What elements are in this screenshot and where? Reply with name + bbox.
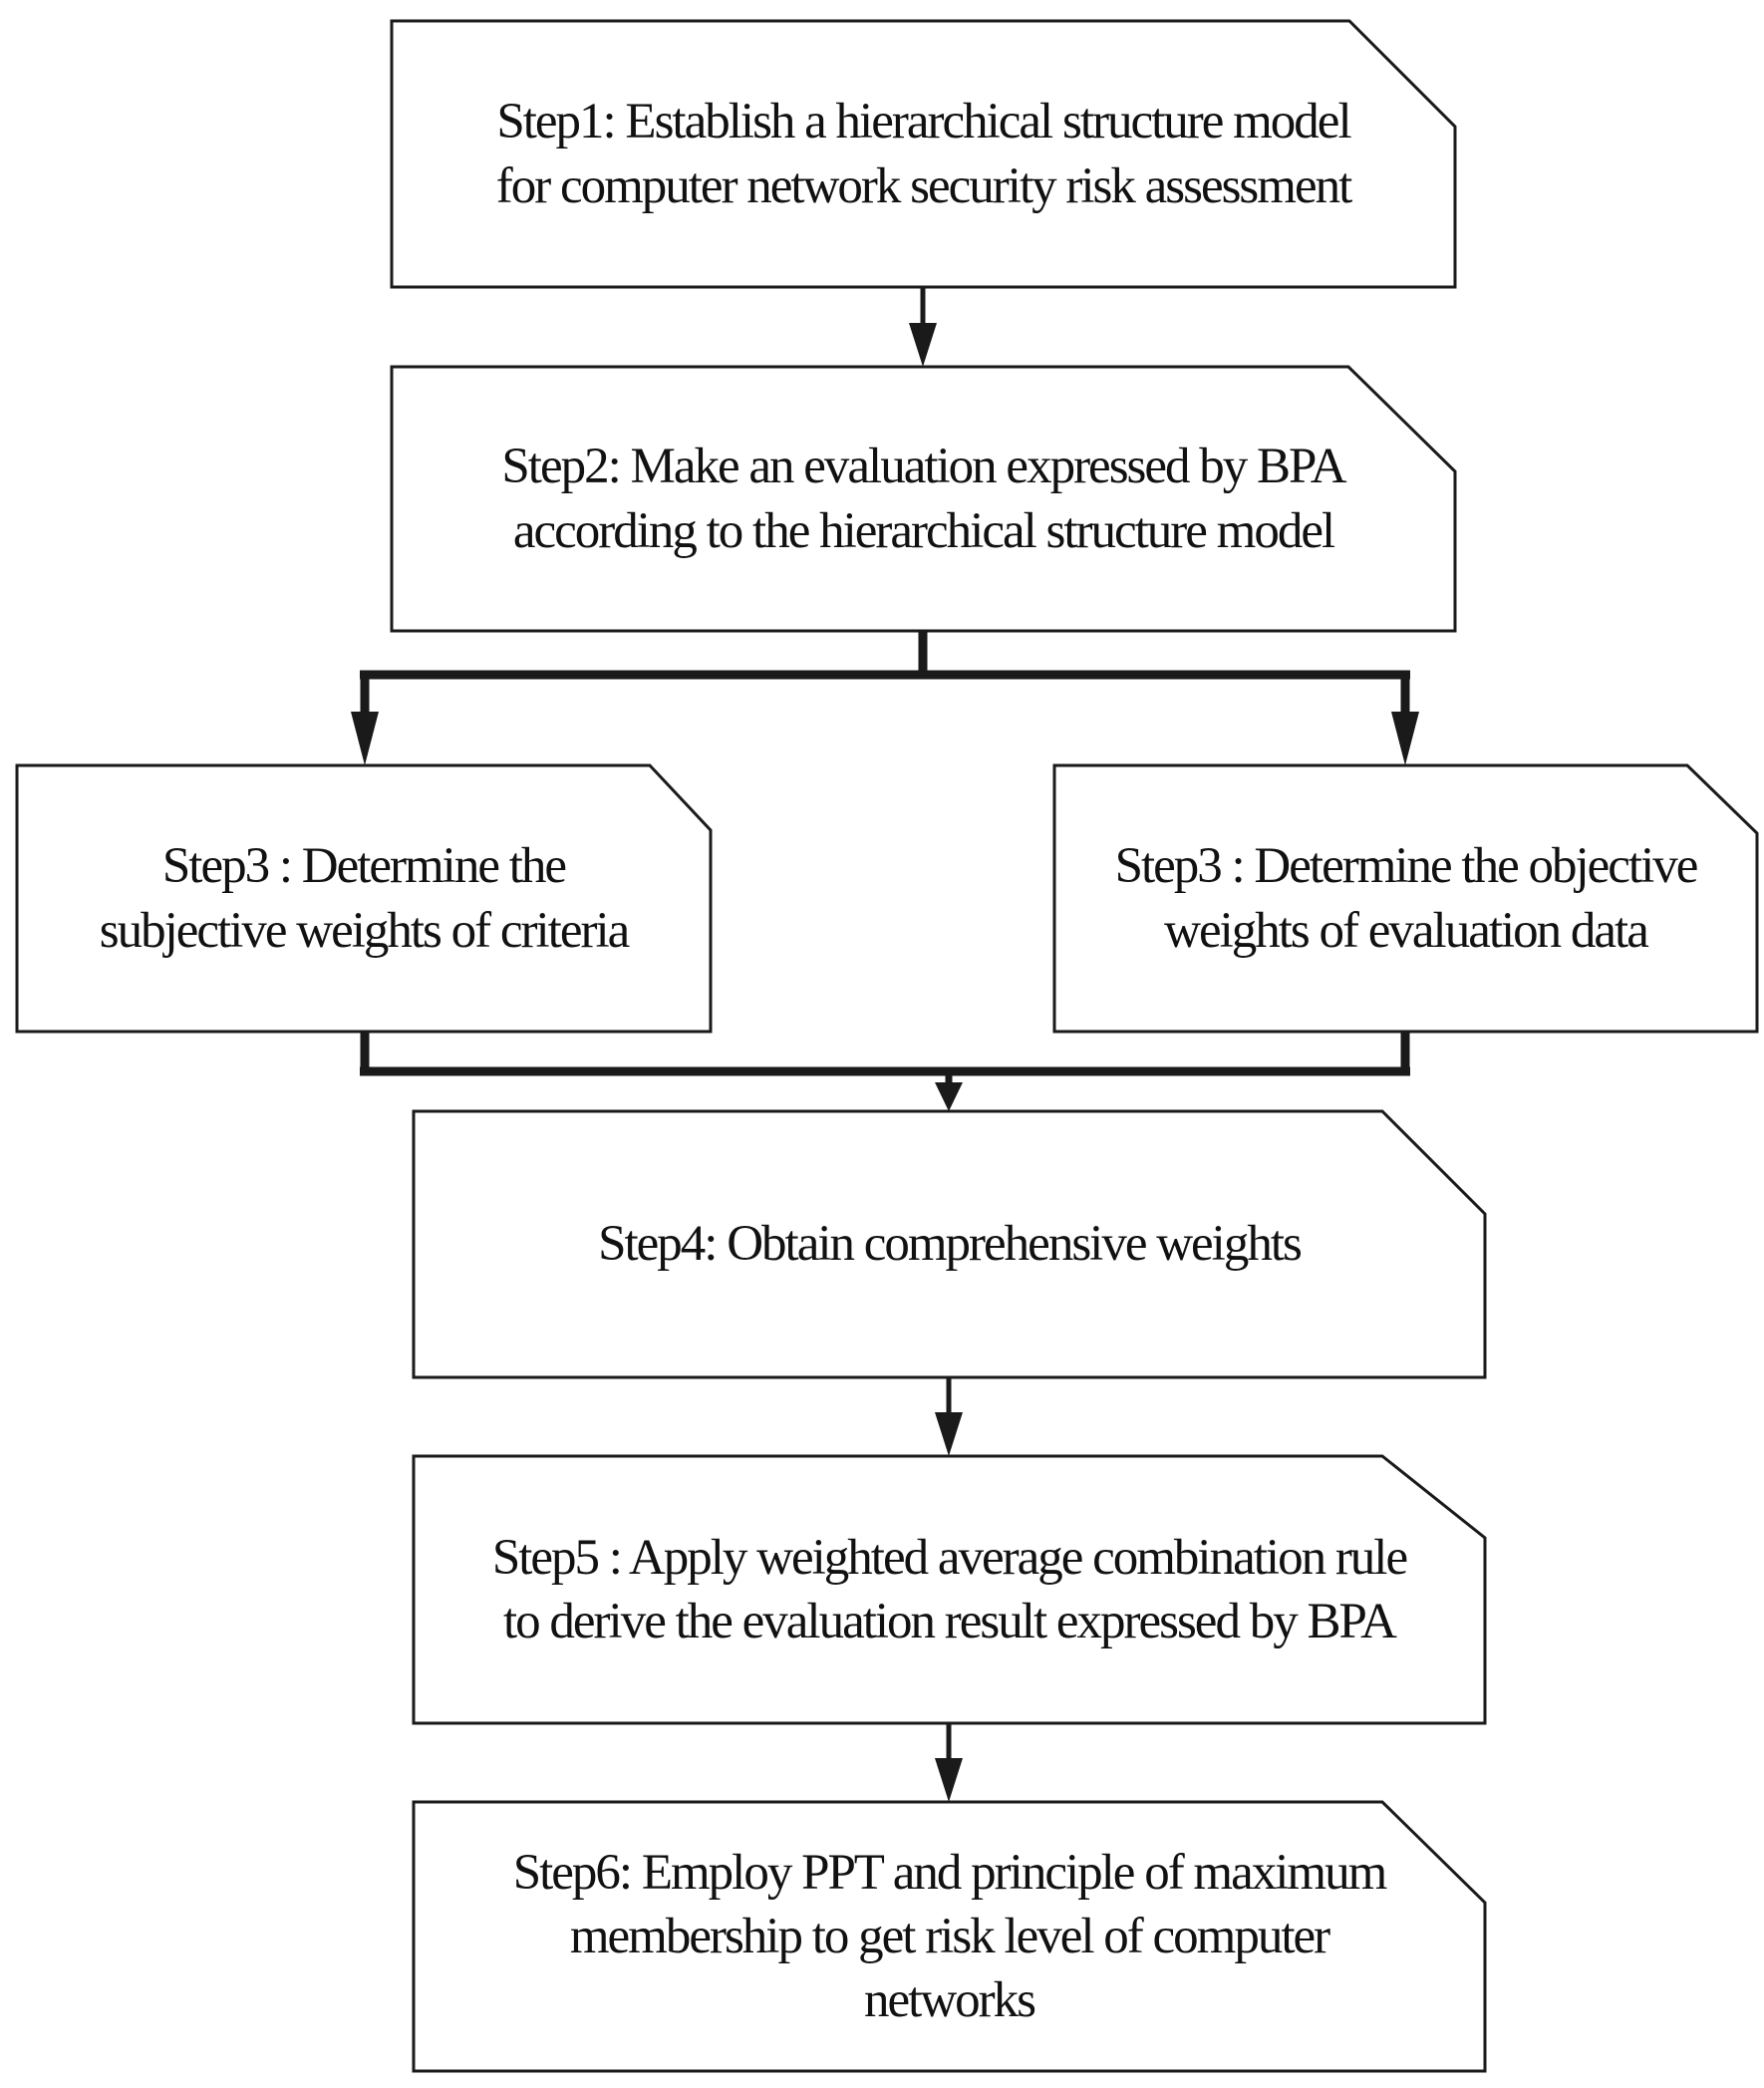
edge-merge-step4 [360,1032,1410,1111]
node-step6-shape [412,1800,1487,2073]
edge-step2-step3-right-arrowhead [1391,712,1419,765]
node-step3-right-shape [1052,763,1759,1034]
edge-step1-step2-arrowhead [909,323,937,367]
edge-step1-step2 [909,287,937,367]
edge-step5-step6-arrowhead [935,1758,963,1802]
node-step1-shape [390,19,1457,289]
node-step4-shape [412,1109,1487,1379]
edge-merge-step4-arrowhead [935,1082,963,1111]
node-step5-shape [412,1454,1487,1725]
edge-step2-step3-left-arrowhead [351,712,379,765]
edge-step4-step5-arrowhead [935,1412,963,1456]
edge-step2-branch [351,631,1419,765]
edge-step5-step6 [935,1723,963,1802]
node-step2-shape [390,365,1457,633]
edge-step4-step5 [935,1377,963,1456]
node-step3-left-shape [15,763,713,1034]
